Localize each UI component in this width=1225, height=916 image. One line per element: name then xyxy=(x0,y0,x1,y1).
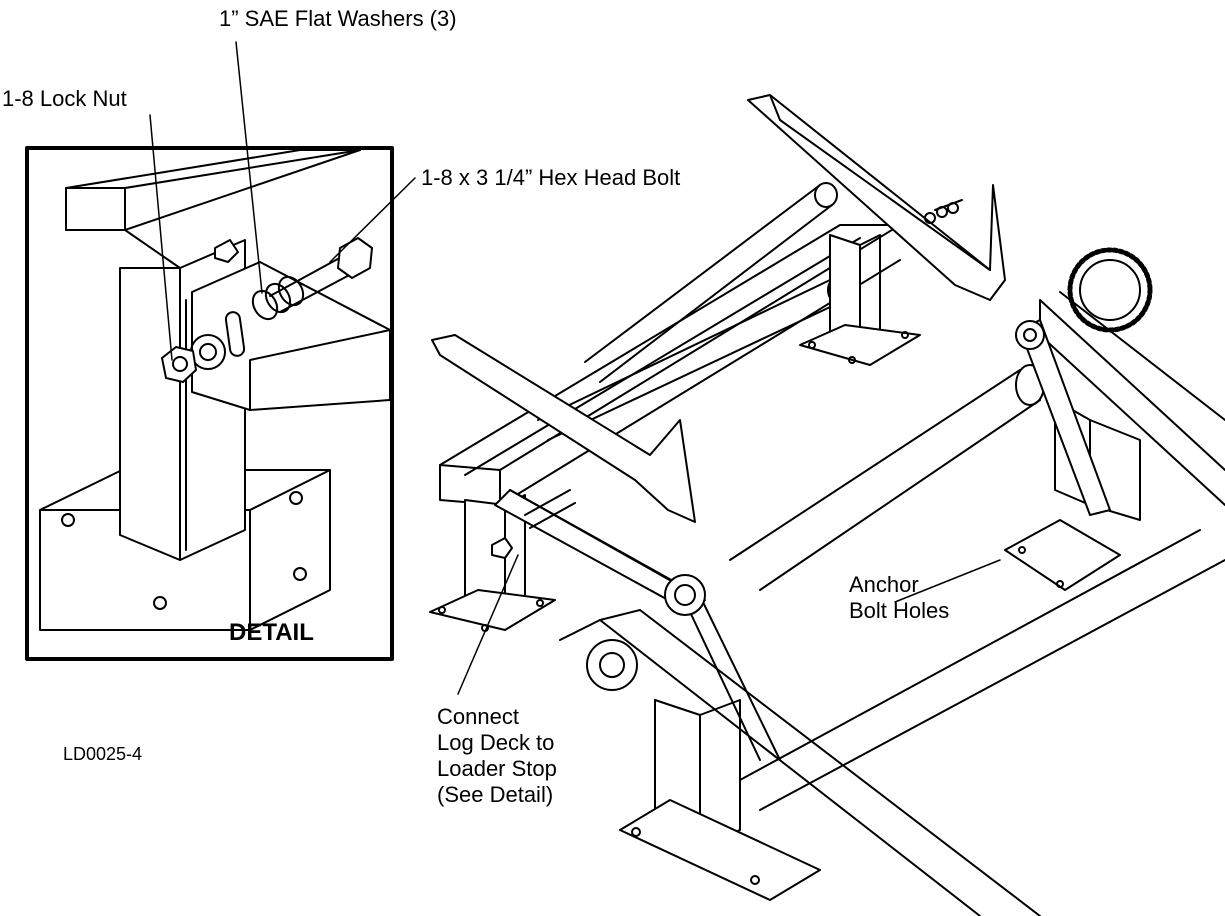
roller xyxy=(584,184,833,383)
front-base xyxy=(619,799,821,901)
detail-label: DETAIL xyxy=(229,619,314,646)
detail-anchor-hole xyxy=(289,491,303,505)
log-deck-arm-right xyxy=(747,94,1006,301)
leader-washers xyxy=(235,41,263,294)
detail-anchor-hole xyxy=(61,513,75,527)
callout-connect-log-deck: Connect Log Deck to Loader Stop (See Det… xyxy=(437,704,557,807)
shaft-lower xyxy=(729,369,1041,591)
detail-frame xyxy=(25,146,394,661)
leader-lock-nut xyxy=(149,114,173,361)
detail-inset: DETAIL xyxy=(25,146,394,661)
detail-arm xyxy=(191,261,390,411)
part-number: LD0025-4 xyxy=(63,744,143,764)
bearing-front xyxy=(664,574,706,616)
left-base xyxy=(429,589,556,631)
main-assembly xyxy=(429,94,1225,916)
leader-anchor xyxy=(894,559,1001,603)
anchor-plate xyxy=(1004,519,1121,591)
leader-hex-bolt xyxy=(329,177,416,263)
detail-slot xyxy=(224,311,246,357)
detail-post xyxy=(119,267,181,561)
detail-anchor-hole xyxy=(153,596,167,610)
callout-hex-head-bolt: 1-8 x 3 1/4” Hex Head Bolt xyxy=(421,165,681,190)
callout-anchor-bolt-holes: Anchor Bolt Holes xyxy=(849,572,950,623)
back-base xyxy=(799,324,921,366)
sprocket xyxy=(1067,247,1153,333)
callout-flat-washers: 1” SAE Flat Washers (3) xyxy=(219,6,457,31)
detail-tube xyxy=(65,150,361,231)
bearing-back xyxy=(1015,320,1045,350)
leader-connect xyxy=(457,554,519,695)
detail-lock-nut xyxy=(161,346,197,383)
shaft-upper xyxy=(537,279,846,441)
callout-lock-nut: 1-8 Lock Nut xyxy=(2,86,127,111)
leader-lines xyxy=(149,41,1001,695)
cross-rail xyxy=(739,529,1225,811)
right-rail xyxy=(1039,291,1225,471)
log-deck-arm-left xyxy=(431,334,696,523)
detail-anchor-hole xyxy=(293,567,307,581)
bearing-hub xyxy=(586,639,638,691)
front-rail xyxy=(599,609,1041,916)
